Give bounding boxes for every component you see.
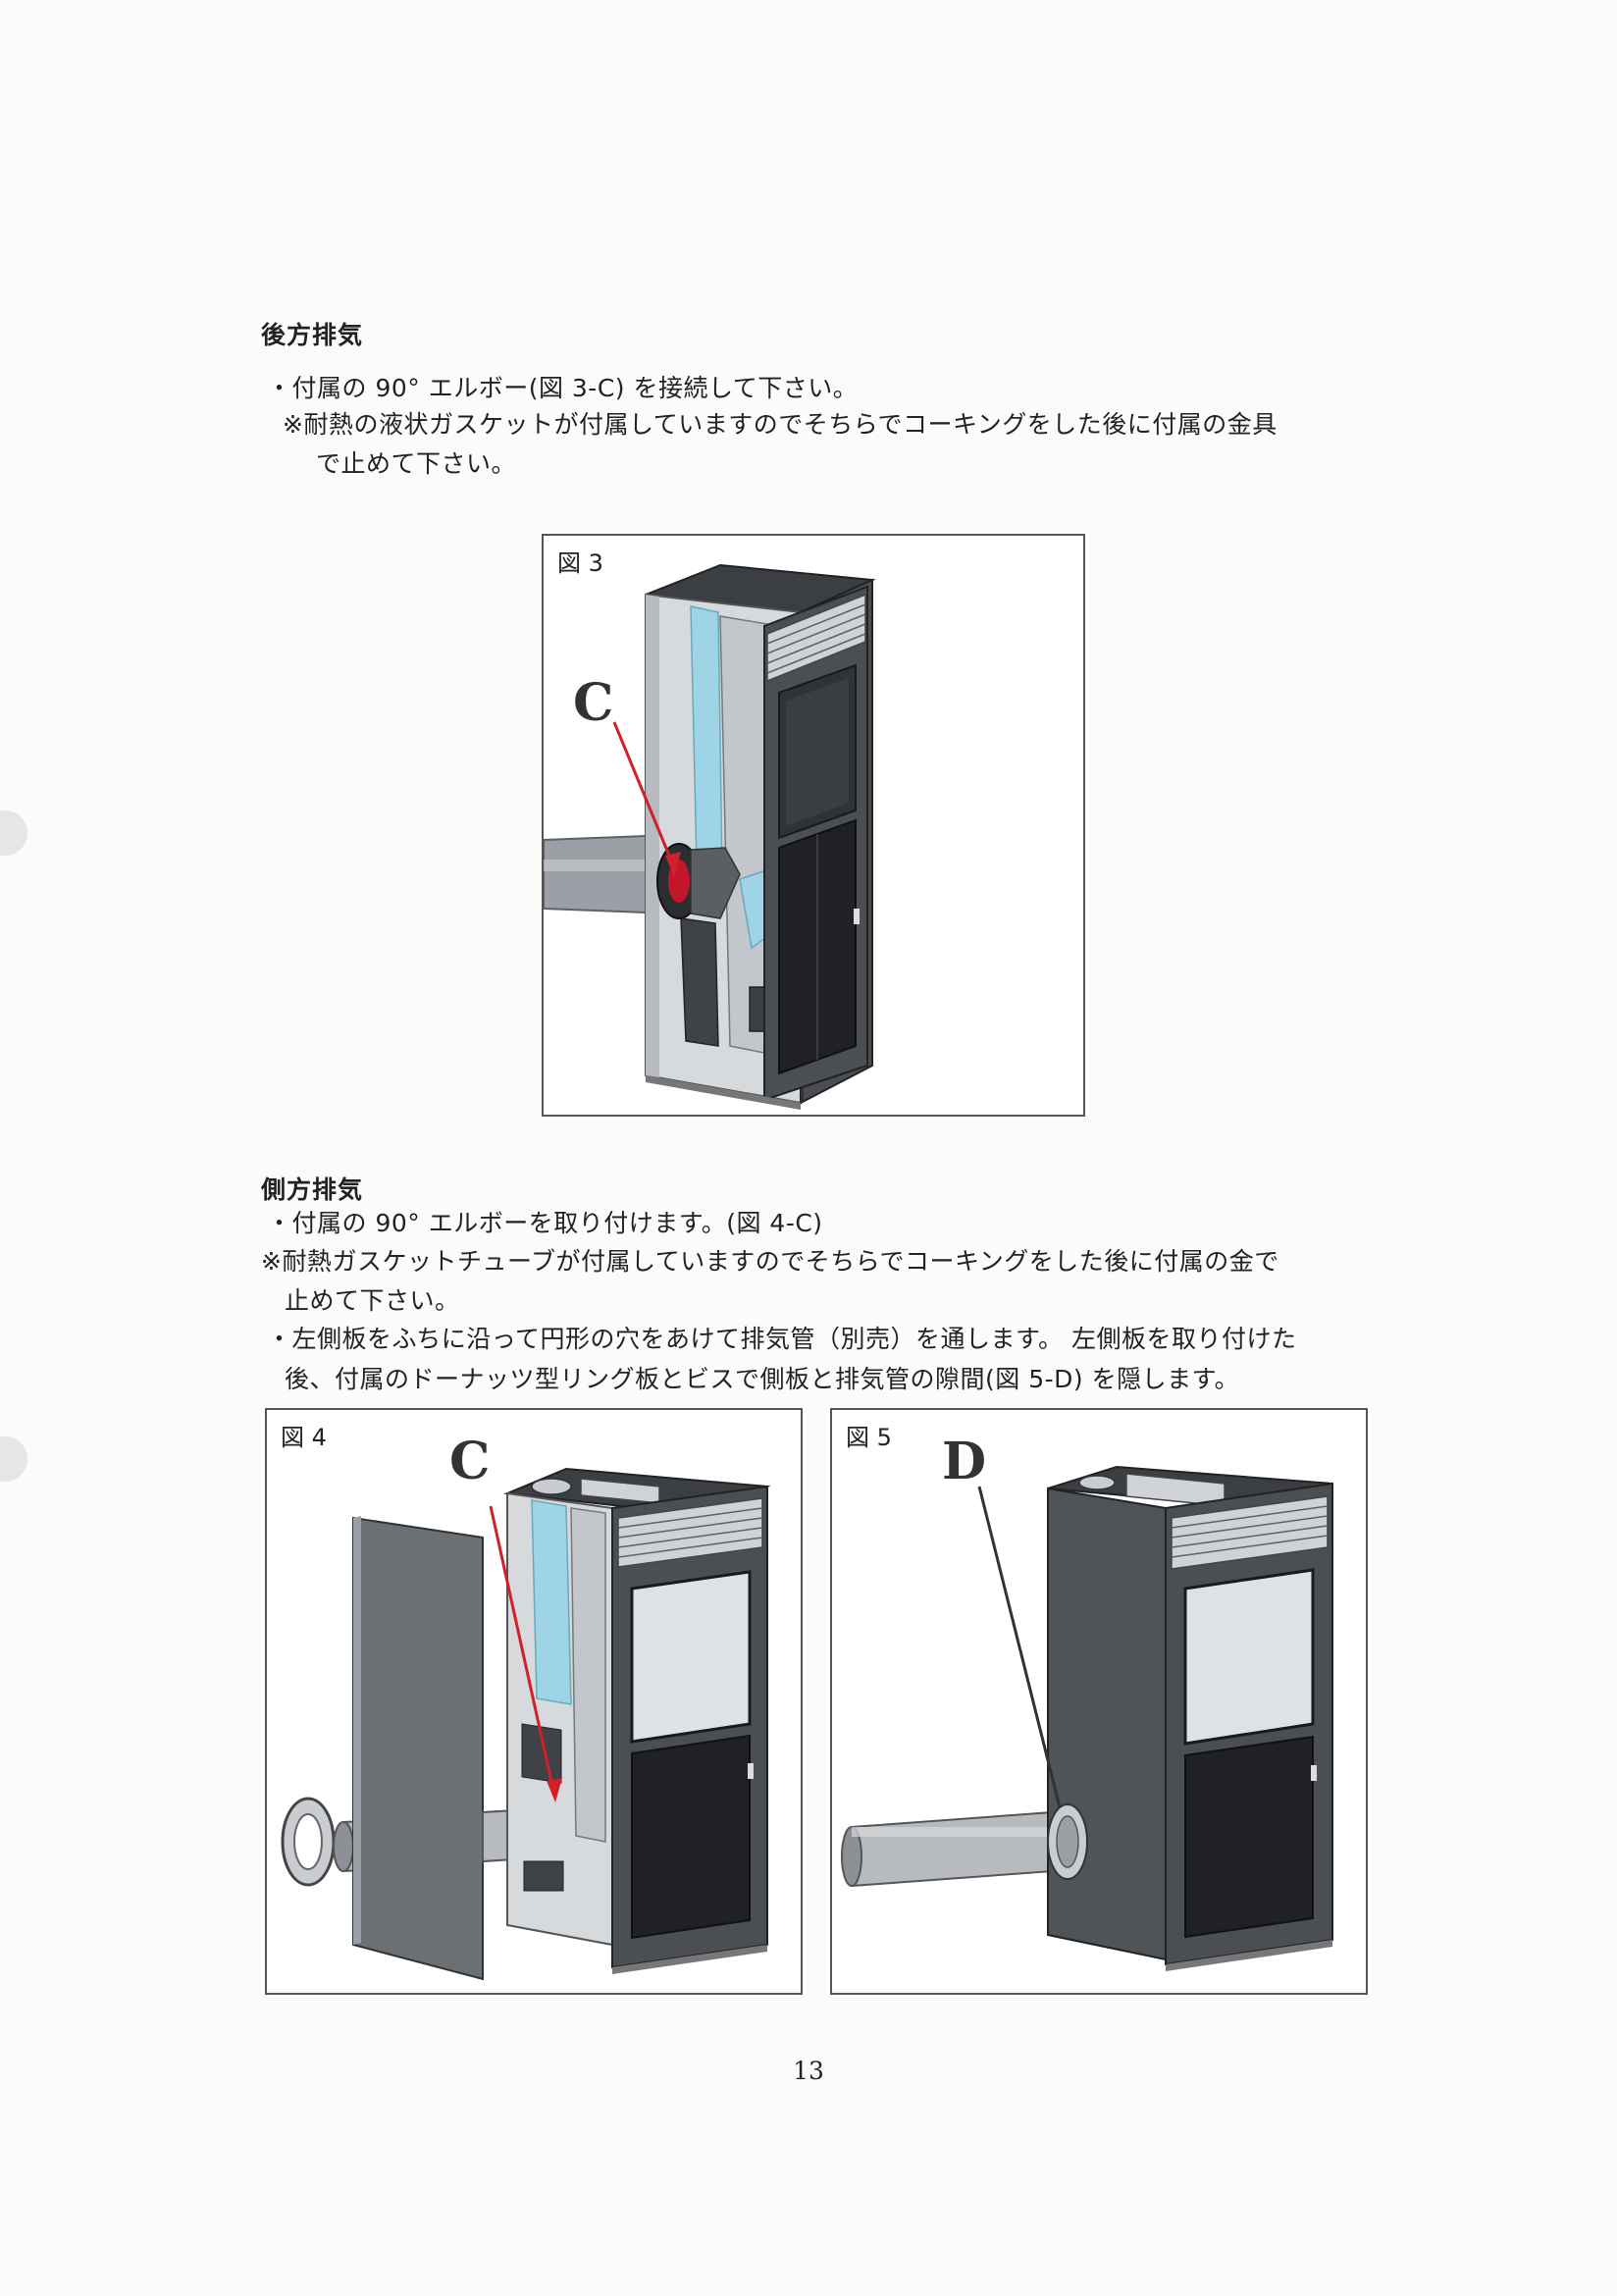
callout-line-d — [977, 1486, 1062, 1808]
figure-4-label: 図 4 — [281, 1424, 327, 1451]
section-side-line-2: ※耐熱ガスケットチューブが付属していますのでそちらでコーキングをした後に付属の金… — [261, 1247, 1279, 1276]
figure-5: 図 5 D — [830, 1408, 1368, 1995]
section-side-line-4: ・左側板をふちに沿って円形の穴をあけて排気管（別売）を通します。 左側板を取り付… — [267, 1325, 1297, 1353]
section-rear-line-3: で止めて下さい。 — [316, 449, 517, 478]
section-side-heading: 側方排気 — [261, 1175, 364, 1204]
callout-arrow-c — [612, 721, 681, 877]
figure-4: 図 4 C — [265, 1408, 803, 1995]
figure-4-callout: C — [449, 1432, 491, 1491]
section-side-line-5: 後、付属のドーナッツ型リング板とビスで側板と排気管の隙間(図 5-D) を隠しま… — [285, 1365, 1240, 1393]
figure-5-label: 図 5 — [846, 1424, 892, 1451]
figure-3-label: 図 3 — [557, 549, 603, 577]
callout-arrow-c-figure-4 — [489, 1505, 562, 1802]
figure-5-callout: D — [942, 1432, 987, 1491]
stove-side-exhaust-illustration — [281, 1467, 771, 1981]
figure-3: 図 3 C — [542, 534, 1085, 1117]
page-number: 13 — [793, 2057, 824, 2085]
binder-hole-top — [0, 810, 27, 856]
section-side-line-1: ・付属の 90° エルボーを取り付けます。(図 4-C) — [267, 1209, 823, 1237]
binder-hole-bottom — [0, 1436, 27, 1482]
stove-side-panel-installed-illustration — [841, 1465, 1333, 1971]
section-rear-heading: 後方排気 — [261, 321, 364, 349]
section-side-line-3: 止めて下さい。 — [285, 1286, 460, 1315]
section-rear-line-1: ・付属の 90° エルボー(図 3-C) を接続して下さい。 — [267, 374, 859, 402]
section-rear-line-2: ※耐熱の液状ガスケットが付属していますのでそちらでコーキングをした後に付属の金具 — [283, 410, 1278, 439]
figure-3-callout: C — [573, 673, 614, 733]
